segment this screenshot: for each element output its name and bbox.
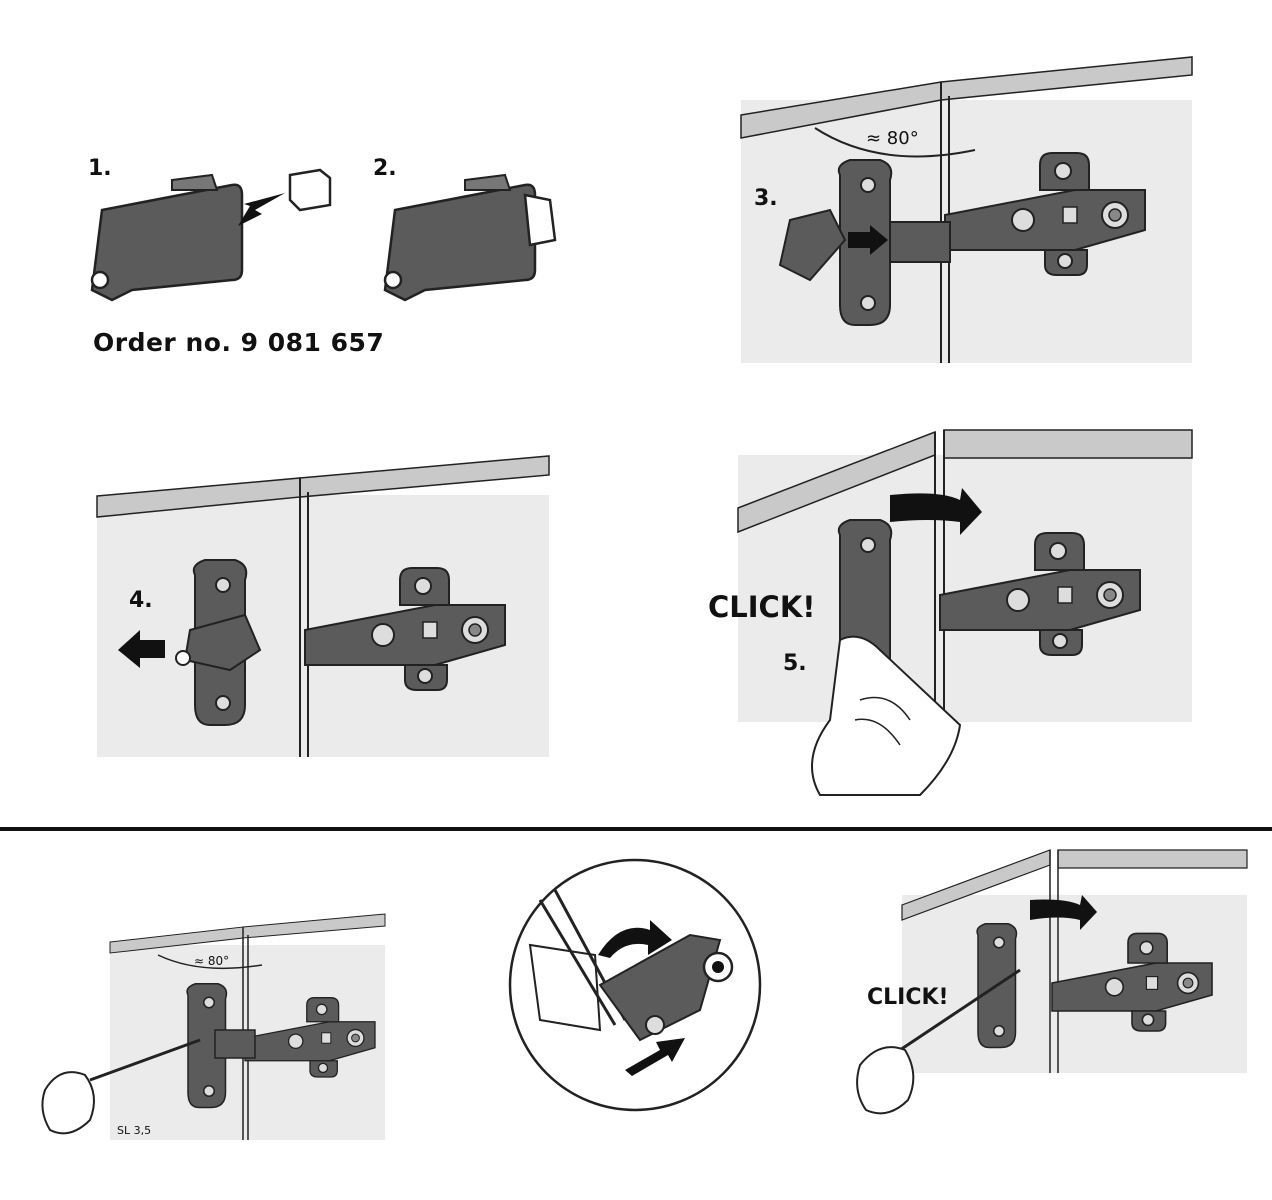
screwdriver-shaft-2 (899, 968, 1021, 1052)
hand-icon (811, 635, 962, 796)
screwdriver-shaft (89, 1038, 201, 1082)
arrow-pull-icon (118, 630, 165, 668)
step-label-5: 5. (783, 651, 807, 676)
step-label-1: 1. (88, 156, 112, 181)
arrow-close-small-icon (1030, 895, 1097, 930)
arrow-close-icon (890, 488, 982, 535)
screwdriver-icon (41, 1071, 95, 1135)
clip-adapter-attached (523, 193, 557, 247)
arrow-rotate-icon (598, 920, 672, 958)
screwdriver-icon-2 (856, 1046, 915, 1115)
click-label-small: CLICK! (867, 985, 949, 1010)
tool-size-label: SL 3,5 (117, 1124, 152, 1137)
click-label: CLICK! (708, 590, 816, 624)
step-2-illustration (383, 173, 557, 302)
step-4-illustration (96, 455, 550, 757)
step-label-3: 3. (754, 186, 778, 211)
order-number: Order no. 9 081 657 (93, 328, 385, 357)
step-3-illustration (740, 56, 1193, 363)
angle-label: ≈ 80° (866, 128, 919, 149)
angle-arc (814, 127, 976, 158)
step-1-illustration (90, 168, 332, 302)
angle-label-small: ≈ 80° (194, 954, 230, 968)
arrow-press-icon (625, 1038, 685, 1076)
adjust-illustration-1 (41, 913, 386, 1140)
section-divider (0, 827, 1272, 831)
clip-adapter (288, 168, 332, 212)
arrow-insert-icon (238, 193, 285, 226)
step-label-2: 2. (373, 156, 397, 181)
adjust-illustration-2 (856, 849, 1248, 1115)
step-label-4: 4. (129, 588, 153, 613)
step-5-illustration (737, 429, 1193, 796)
detail-magnifier (508, 858, 762, 1112)
arrow-push-icon (848, 225, 888, 255)
